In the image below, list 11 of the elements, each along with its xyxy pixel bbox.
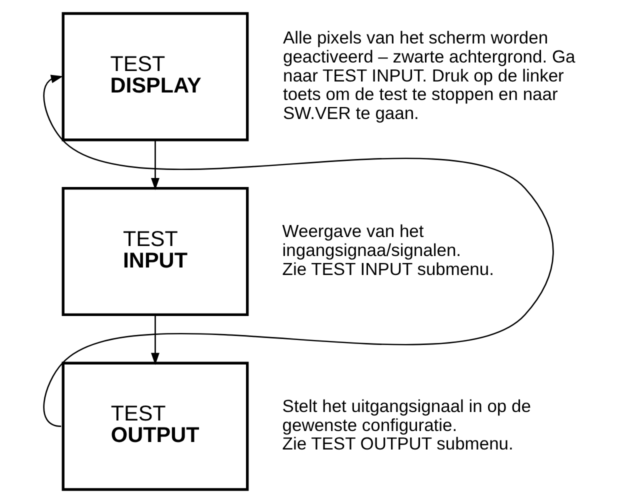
node-box: TEST DISPLAY xyxy=(62,12,249,142)
node-box: TEST OUTPUT xyxy=(62,362,249,491)
node-label: Alle pixels van het scherm worden geactiveerd – zwarte achtergrond. Ga naar TEST INPUT. Druk op de linker toets om de test te stoppen en naar SW.VER te gaan. xyxy=(282,28,576,123)
arrow xyxy=(43,74,554,427)
node-label: Zie TEST OUTPUT submenu. xyxy=(282,434,514,454)
node-label: Weergave van het ingangsignaa/signalen. xyxy=(282,221,462,260)
node-label: Zie TEST INPUT submenu. xyxy=(282,258,494,279)
node-label: Stelt het uitgangsignaal in op de gewenste configuratie. xyxy=(282,396,531,435)
arrow xyxy=(151,140,160,190)
arrow xyxy=(151,314,160,365)
node-box: TEST INPUT xyxy=(62,186,249,316)
